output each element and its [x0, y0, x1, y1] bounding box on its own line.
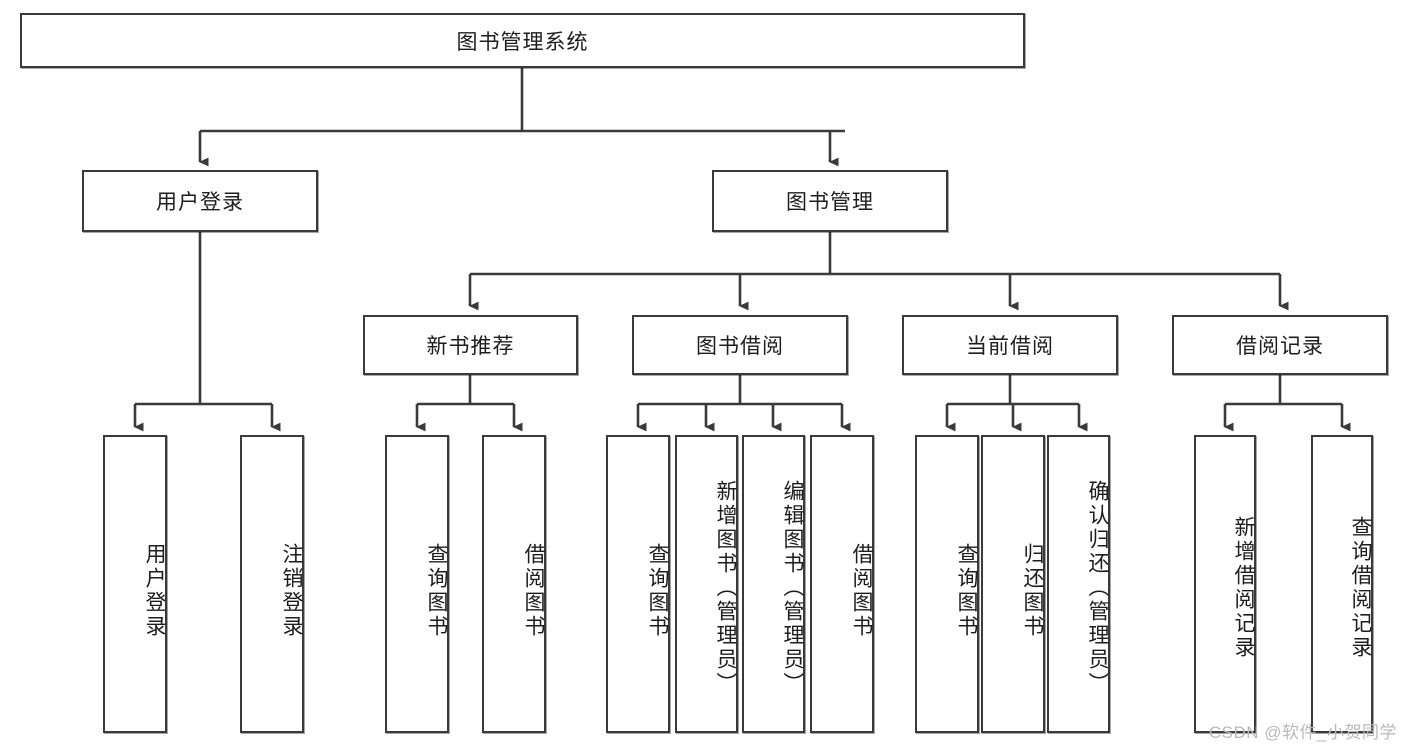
node-new-book-recommend[interactable]: 新书推荐	[363, 315, 578, 375]
node-root-system[interactable]: 图书管理系统	[20, 13, 1025, 68]
node-borrow-record[interactable]: 借阅记录	[1172, 315, 1388, 375]
watermark: CSDN @软件_小贺同学	[1208, 723, 1397, 742]
leaf-confirm-return-admin[interactable]: 确认归还（管理员）	[1047, 435, 1110, 733]
node-label: 归还图书	[1021, 543, 1044, 639]
node-label: 注销登录	[280, 543, 303, 639]
leaf-query-book-recommend[interactable]: 查询图书	[385, 435, 449, 733]
node-current-borrow[interactable]: 当前借阅	[902, 315, 1118, 375]
node-label: 用户登录	[156, 191, 244, 214]
node-label: 确认归还（管理员）	[1086, 480, 1109, 696]
leaf-add-book-admin[interactable]: 新增图书（管理员）	[675, 435, 738, 733]
node-label: 借阅记录	[1236, 335, 1324, 358]
node-label: 图书管理系统	[456, 30, 589, 54]
node-label: 新增借阅记录	[1232, 516, 1255, 660]
node-label: 编辑图书（管理员）	[781, 480, 804, 696]
leaf-query-book-current[interactable]: 查询图书	[915, 435, 979, 733]
node-label: 查询图书	[425, 543, 448, 639]
leaf-borrow-book-recommend[interactable]: 借阅图书	[482, 435, 546, 733]
leaf-edit-book-admin[interactable]: 编辑图书（管理员）	[742, 435, 805, 733]
leaf-logout-login[interactable]: 注销登录	[240, 435, 304, 733]
node-label: 新增图书（管理员）	[714, 480, 737, 696]
leaf-borrow-book[interactable]: 借阅图书	[810, 435, 874, 733]
node-label: 借阅图书	[522, 543, 545, 639]
node-book-borrow[interactable]: 图书借阅	[632, 315, 848, 375]
node-book-management[interactable]: 图书管理	[712, 170, 948, 232]
node-label: 借阅图书	[850, 543, 873, 639]
node-label: 当前借阅	[966, 335, 1054, 358]
node-label: 查询图书	[955, 543, 978, 639]
node-label: 查询借阅记录	[1349, 516, 1372, 660]
node-label: 用户登录	[143, 543, 166, 639]
node-label: 图书借阅	[696, 335, 784, 358]
leaf-user-login[interactable]: 用户登录	[103, 435, 167, 733]
leaf-add-borrow-record[interactable]: 新增借阅记录	[1194, 435, 1256, 733]
node-label: 新书推荐	[426, 335, 515, 358]
node-user-login[interactable]: 用户登录	[82, 170, 318, 232]
leaf-query-book-borrow[interactable]: 查询图书	[606, 435, 670, 733]
node-label: 查询图书	[646, 543, 669, 639]
leaf-return-book[interactable]: 归还图书	[981, 435, 1045, 733]
node-label: 图书管理	[786, 191, 874, 214]
leaf-query-borrow-record[interactable]: 查询借阅记录	[1311, 435, 1373, 733]
